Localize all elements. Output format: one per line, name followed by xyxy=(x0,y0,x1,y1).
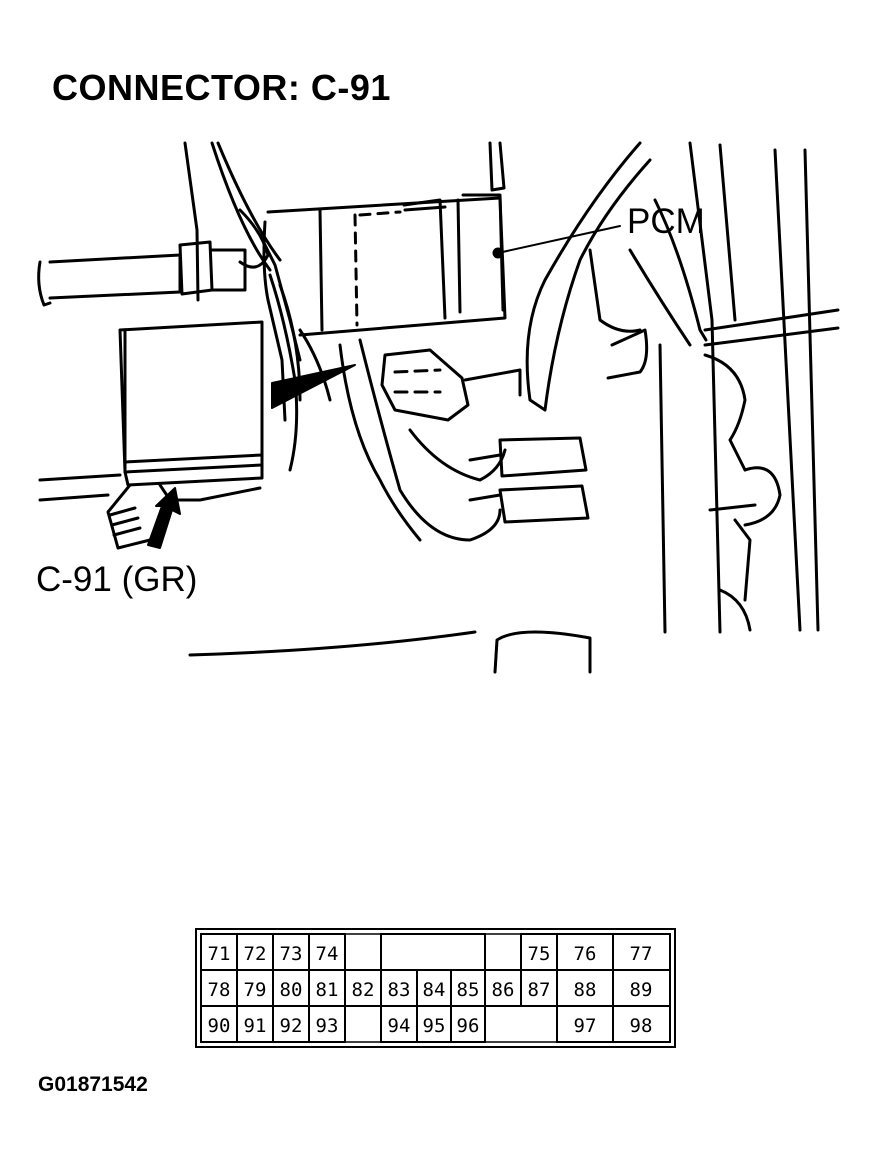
pin-number: 76 xyxy=(574,943,597,965)
relay-block-drawing xyxy=(262,141,507,337)
connector-arrow-icon xyxy=(147,487,181,549)
left-rod-drawing xyxy=(37,240,247,307)
pin-number: 78 xyxy=(208,979,231,1001)
pin-number: 83 xyxy=(388,979,411,1001)
pin-number: 71 xyxy=(208,943,231,965)
pin-number: 80 xyxy=(280,979,303,1001)
pin-number: 93 xyxy=(316,1015,339,1037)
pcm-label: PCM xyxy=(627,202,705,241)
pin-number: 97 xyxy=(574,1015,597,1037)
pin-number: 85 xyxy=(457,979,480,1001)
pcm-leader-dot xyxy=(492,247,504,259)
pin-number: 87 xyxy=(528,979,551,1001)
pin-numbers: 71 72 73 74 75 76 77 78 79 80 81 82 83 8… xyxy=(208,943,653,1037)
figure-code: G01871542 xyxy=(38,1073,148,1096)
pin-number: 96 xyxy=(457,1015,480,1037)
pin-number: 88 xyxy=(574,979,597,1001)
pin-number: 90 xyxy=(208,1015,231,1037)
connector-pinout-diagram: 71 72 73 74 75 76 77 78 79 80 81 82 83 8… xyxy=(195,928,676,1048)
pin-number: 77 xyxy=(630,943,653,965)
wire-harness-drawing xyxy=(183,141,332,472)
pinout-grid xyxy=(200,933,671,1043)
connector-label: C-91 (GR) xyxy=(36,560,198,599)
pin-number: 91 xyxy=(244,1015,267,1037)
pin-number: 86 xyxy=(492,979,515,1001)
pin-number: 81 xyxy=(316,979,339,1001)
pin-number: 95 xyxy=(423,1015,446,1037)
bracket-drawing xyxy=(525,141,840,634)
pin-number: 92 xyxy=(280,1015,303,1037)
pin-number: 72 xyxy=(244,943,267,965)
pin-number: 73 xyxy=(280,943,303,965)
lower-components-drawing xyxy=(38,473,592,674)
connector-plugs-drawing xyxy=(338,338,590,542)
pin-number: 84 xyxy=(423,979,446,1001)
pin-number: 82 xyxy=(352,979,375,1001)
pcm-leader-line xyxy=(497,225,621,254)
pin-number: 98 xyxy=(630,1015,653,1037)
pin-number: 75 xyxy=(528,943,551,965)
pin-number: 74 xyxy=(316,943,339,965)
pointer-triangle-icon xyxy=(271,364,356,409)
pin-number: 94 xyxy=(388,1015,411,1037)
engine-bay-illustration xyxy=(37,141,840,674)
pin-number: 79 xyxy=(244,979,267,1001)
pin-number: 89 xyxy=(630,979,653,1001)
page-title: CONNECTOR: C-91 xyxy=(52,67,391,108)
control-module-drawing xyxy=(106,320,264,550)
